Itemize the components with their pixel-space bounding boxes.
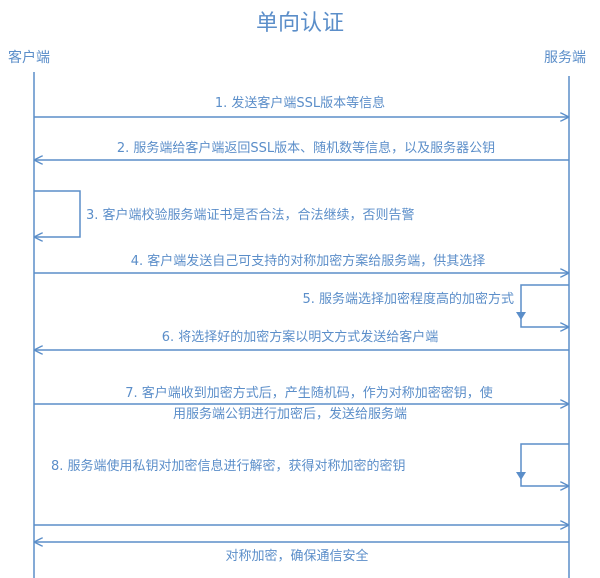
message-4-label: 4. 客户端发送自己可支持的对称加密方案给服务端，供其选择 bbox=[131, 253, 486, 269]
diagram-title: 单向认证 bbox=[256, 11, 344, 36]
actor-server-label: 服务端 bbox=[544, 50, 586, 66]
message-2-label: 2. 服务端给客户端返回SSL版本、随机数等信息，以及服务器公钥 bbox=[117, 140, 495, 156]
message-5-self-loop bbox=[520, 284, 569, 327]
message-3-label: 3. 客户端校验服务端证书是否合法，合法继续，否则告警 bbox=[86, 207, 415, 223]
message-8-label: 8. 服务端使用私钥对加密信息进行解密，获得对称加密的密钥 bbox=[51, 458, 406, 474]
message-9-label: 对称加密，确保通信安全 bbox=[225, 548, 368, 564]
message-7-label-line-1: 7. 客户端收到加密方式后，产生随机码，作为对称加密密钥，使 bbox=[125, 385, 493, 401]
message-6-label: 6. 将选择好的加密方案以明文方式发送给客户端 bbox=[162, 329, 439, 345]
message-3-self-loop bbox=[34, 190, 81, 237]
message-8-loop-corner-marker bbox=[516, 472, 526, 480]
message-5-loop-corner-marker bbox=[516, 312, 526, 320]
message-8-self-loop bbox=[520, 443, 569, 486]
actor-client-label: 客户端 bbox=[8, 49, 50, 66]
message-1-label: 1. 发送客户端SSL版本等信息 bbox=[215, 95, 385, 111]
message-7-label-line-2: 用服务端公钥进行加密后，发送给服务端 bbox=[173, 406, 407, 422]
message-5-label: 5. 服务端选择加密程度高的加密方式 bbox=[302, 291, 514, 307]
